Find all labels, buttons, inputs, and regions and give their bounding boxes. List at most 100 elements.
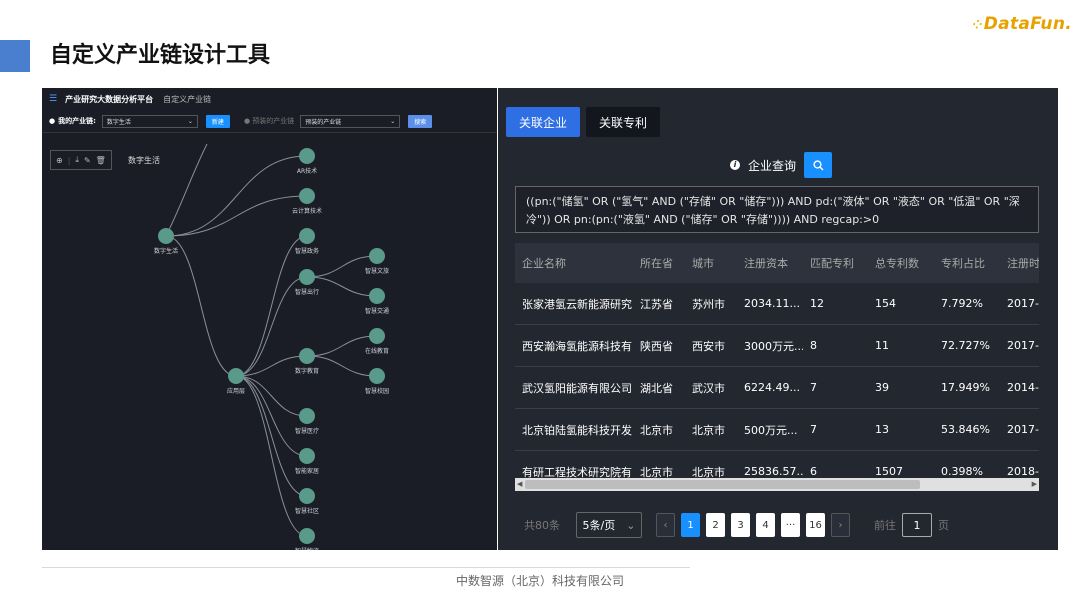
column-header[interactable]: 所在省 xyxy=(633,243,685,283)
page-button[interactable]: 1 xyxy=(681,513,700,537)
chevron-down-icon: ⌄ xyxy=(626,518,636,532)
prev-page-button[interactable]: ‹ xyxy=(656,513,675,537)
table-cell: 72.727% xyxy=(934,324,1000,367)
table-cell: 2017-08 xyxy=(1000,283,1039,325)
company-query-panel: 关联企业 关联专利 i 企业查询 ((pn:("储氢" OR ("氢气" AND… xyxy=(498,88,1058,550)
table-cell: 7 xyxy=(803,408,868,451)
page-size-select[interactable]: 5条/页 ⌄ xyxy=(576,512,642,538)
tree-edge xyxy=(235,375,308,417)
canvas-toolbar: ⊕| ⤓ ✎ 🗑 xyxy=(50,150,112,170)
new-button[interactable]: 新建 xyxy=(205,114,230,128)
logo-text: DataFun. xyxy=(983,14,1072,34)
table-cell: 53.846% xyxy=(934,408,1000,451)
scrollbar-thumb[interactable] xyxy=(525,480,920,489)
company-query-bar: i 企业查询 xyxy=(730,152,833,178)
horizontal-scrollbar[interactable]: ◀ ▶ xyxy=(515,478,1039,491)
footer-divider xyxy=(42,567,690,568)
table-cell: 西安市 xyxy=(685,324,737,367)
chain-tree: AR技术云计算技术数字生活智慧政务智慧出行智慧文旅智慧交通应用层数字教育在线教育… xyxy=(154,144,389,550)
radio-selected-icon[interactable]: ● xyxy=(49,117,56,125)
tree-node-cloud[interactable] xyxy=(299,188,315,204)
goto-page-input[interactable]: 1 xyxy=(902,513,932,537)
edit-icon[interactable]: ✎ xyxy=(83,155,91,165)
tree-node-label: 智能家居 xyxy=(295,467,319,475)
table-cell: 陕西省 xyxy=(633,324,685,367)
goto-label: 前往 xyxy=(874,519,896,532)
table-cell: 39 xyxy=(868,366,934,409)
table-cell: 13 xyxy=(868,408,934,451)
tree-node-home[interactable] xyxy=(299,448,315,464)
column-header[interactable]: 总专利数 xyxy=(868,243,934,283)
company-table: 企业名称所在省城市注册资本匹配专利总专利数专利占比注册时间 张家港氢云新能源研究… xyxy=(515,243,1039,491)
tree-node-culture[interactable] xyxy=(369,248,385,264)
tree-edge xyxy=(235,375,308,497)
tree-edge xyxy=(306,255,378,278)
column-header[interactable]: 注册资本 xyxy=(737,243,803,283)
search-icon xyxy=(812,159,824,170)
scroll-right-icon[interactable]: ▶ xyxy=(1031,480,1037,488)
canvas-chain-name: 数字生活 xyxy=(128,156,160,165)
page-button[interactable]: 4 xyxy=(756,513,775,537)
scroll-left-icon[interactable]: ◀ xyxy=(517,480,523,488)
tree-node-edu[interactable] xyxy=(299,348,315,364)
search-button[interactable]: 搜索 xyxy=(408,114,433,128)
column-header[interactable]: 注册时间 xyxy=(1000,243,1039,283)
preset-chain-select[interactable]: 预装的产业链 ⌄ xyxy=(300,114,401,128)
my-chain-select[interactable]: 数字生活 ⌄ xyxy=(101,114,198,128)
tree-node-logistics[interactable] xyxy=(299,528,315,544)
tree-node-label: 云计算技术 xyxy=(292,207,322,215)
footer-company: 中数智源（北京）科技有限公司 xyxy=(455,574,624,588)
download-icon[interactable]: ⤓ xyxy=(75,155,79,164)
tree-node-root[interactable] xyxy=(158,228,174,244)
page-button[interactable]: 3 xyxy=(731,513,750,537)
tree-node-gov[interactable] xyxy=(299,228,315,244)
tree-edge xyxy=(306,355,378,377)
tree-node-label: 应用层 xyxy=(227,387,245,395)
preset-chain-hint[interactable]: ● 预装的产业链 xyxy=(243,117,295,125)
page-button[interactable]: 2 xyxy=(706,513,725,537)
chevron-down-icon: ⌄ xyxy=(187,117,193,125)
table-cell: 西安瀚海氢能源科技有... xyxy=(515,324,633,367)
page-button[interactable]: ··· xyxy=(781,513,800,537)
page-button[interactable]: 16 xyxy=(806,513,825,537)
tree-node-label: 智慧社区 xyxy=(295,507,319,515)
tree-node-traffic[interactable] xyxy=(369,288,385,304)
breadcrumb[interactable]: 自定义产业链 xyxy=(163,94,212,104)
tree-edge xyxy=(235,276,308,377)
menu-icon[interactable]: ☰ xyxy=(49,94,58,104)
tree-node-medical[interactable] xyxy=(299,408,315,424)
page-suffix: 页 xyxy=(938,519,949,532)
tree-node-app[interactable] xyxy=(228,368,244,384)
table-cell: 8 xyxy=(803,324,868,367)
query-label: 企业查询 xyxy=(748,158,797,173)
next-page-button[interactable]: › xyxy=(831,513,850,537)
table-cell: 北京市 xyxy=(685,408,737,451)
tree-node-label: 数字生活 xyxy=(154,247,178,255)
column-header[interactable]: 匹配专利 xyxy=(803,243,868,283)
table-cell: 北京铂陆氢能科技开发... xyxy=(515,408,633,451)
tree-node-travel[interactable] xyxy=(299,269,315,285)
my-chain-label: 我的产业链: xyxy=(58,117,96,125)
tree-node-online[interactable] xyxy=(369,328,385,344)
table-cell: 2017-08 xyxy=(1000,408,1039,451)
move-icon[interactable]: ⊕ xyxy=(56,155,63,165)
column-header[interactable]: 城市 xyxy=(685,243,737,283)
chain-tree-canvas[interactable]: ⊕| ⤓ ✎ 🗑 数字生活 AR技术云计算技术数字生活智慧政务智慧出行智慧文旅智… xyxy=(42,144,497,550)
tab-related-companies[interactable]: 关联企业 xyxy=(506,107,581,137)
tree-node-ar[interactable] xyxy=(299,148,315,164)
tree-node-community[interactable] xyxy=(299,488,315,504)
column-header[interactable]: 专利占比 xyxy=(934,243,1000,283)
column-header[interactable]: 企业名称 xyxy=(515,243,633,283)
query-expression-input[interactable]: ((pn:("储氢" OR ("氢气" AND ("存储" OR "储存")))… xyxy=(515,186,1039,233)
tree-node-campus[interactable] xyxy=(369,368,385,384)
query-search-button[interactable] xyxy=(804,152,833,178)
tab-related-patents[interactable]: 关联专利 xyxy=(586,107,661,137)
datafun-logo: ⁘DataFun. xyxy=(972,14,1072,34)
table-cell: 北京市 xyxy=(633,408,685,451)
delete-icon[interactable]: 🗑 xyxy=(95,155,106,165)
